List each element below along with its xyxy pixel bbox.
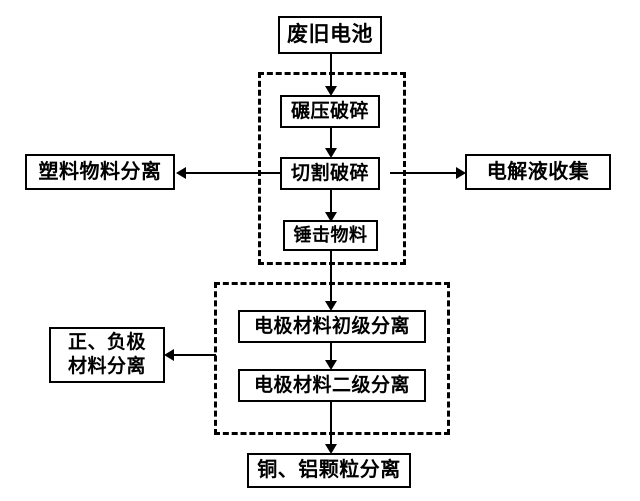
node-electrode-primary-separation[interactable]: 电极材料初级分离	[238, 310, 426, 343]
node-pole-material-separation[interactable]: 正、负极 材料分离	[49, 327, 165, 383]
connector-cutcrush-to-electrolyte	[390, 172, 458, 174]
node-cu-al-particle-separation[interactable]: 铜、铝颗粒分离	[247, 453, 411, 488]
connector-electrode-secondary-to-cual	[330, 402, 332, 451]
node-pole-material-separation-label-line1: 正、负极	[67, 332, 146, 354]
arrowhead-cutcrush-to-electrolyte	[456, 167, 466, 179]
node-cut-crush-label: 切割破碎	[290, 162, 369, 184]
arrowhead-separation-to-pole-material	[164, 349, 174, 361]
node-plastic-separation-label: 塑料物料分离	[38, 160, 162, 183]
node-electrolyte-collection[interactable]: 电解液收集	[465, 154, 611, 190]
arrowhead-electrode-primary-to-secondary	[325, 360, 337, 370]
connector-separation-to-pole-material	[174, 354, 216, 356]
arrowhead-rollcrush-to-cutcrush	[325, 148, 337, 158]
node-roll-crush-label: 碾压破碎	[290, 100, 369, 122]
node-pole-material-separation-label-line2: 材料分离	[67, 356, 146, 377]
node-electrode-secondary-separation-label: 电极材料二级分离	[253, 374, 410, 396]
node-hammer-material[interactable]: 锤击物料	[283, 220, 378, 251]
group-crushing-stage	[258, 72, 406, 265]
node-plastic-separation[interactable]: 塑料物料分离	[25, 154, 175, 190]
arrowhead-electrode-secondary-to-cual	[325, 444, 337, 454]
connector-rollcrush-to-cutcrush	[330, 128, 332, 152]
arrowhead-cutcrush-to-plastic	[176, 167, 186, 179]
connector-cutcrush-to-plastic	[186, 172, 282, 174]
arrowhead-cutcrush-to-hammer	[325, 212, 337, 222]
node-electrolyte-collection-label: 电解液收集	[486, 160, 590, 183]
node-roll-crush[interactable]: 碾压破碎	[280, 95, 380, 128]
node-cut-crush[interactable]: 切割破碎	[280, 157, 380, 190]
connector-cutcrush-to-hammer	[330, 190, 332, 216]
arrowhead-hammer-to-electrode-primary	[325, 301, 337, 311]
arrowhead-battery-to-rollcrush	[325, 86, 337, 96]
node-waste-battery-label: 废旧电池	[287, 23, 373, 47]
node-hammer-material-label: 锤击物料	[293, 225, 368, 246]
connector-battery-to-rollcrush	[330, 54, 332, 88]
group-separation-stage	[214, 282, 450, 435]
connector-hammer-to-electrode-primary	[330, 250, 332, 304]
node-electrode-primary-separation-label: 电极材料初级分离	[253, 315, 410, 337]
connector-electrode-primary-to-secondary	[330, 342, 332, 364]
node-waste-battery[interactable]: 废旧电池	[278, 16, 382, 54]
node-cu-al-particle-separation-label: 铜、铝颗粒分离	[257, 459, 401, 482]
node-electrode-secondary-separation[interactable]: 电极材料二级分离	[238, 369, 426, 402]
